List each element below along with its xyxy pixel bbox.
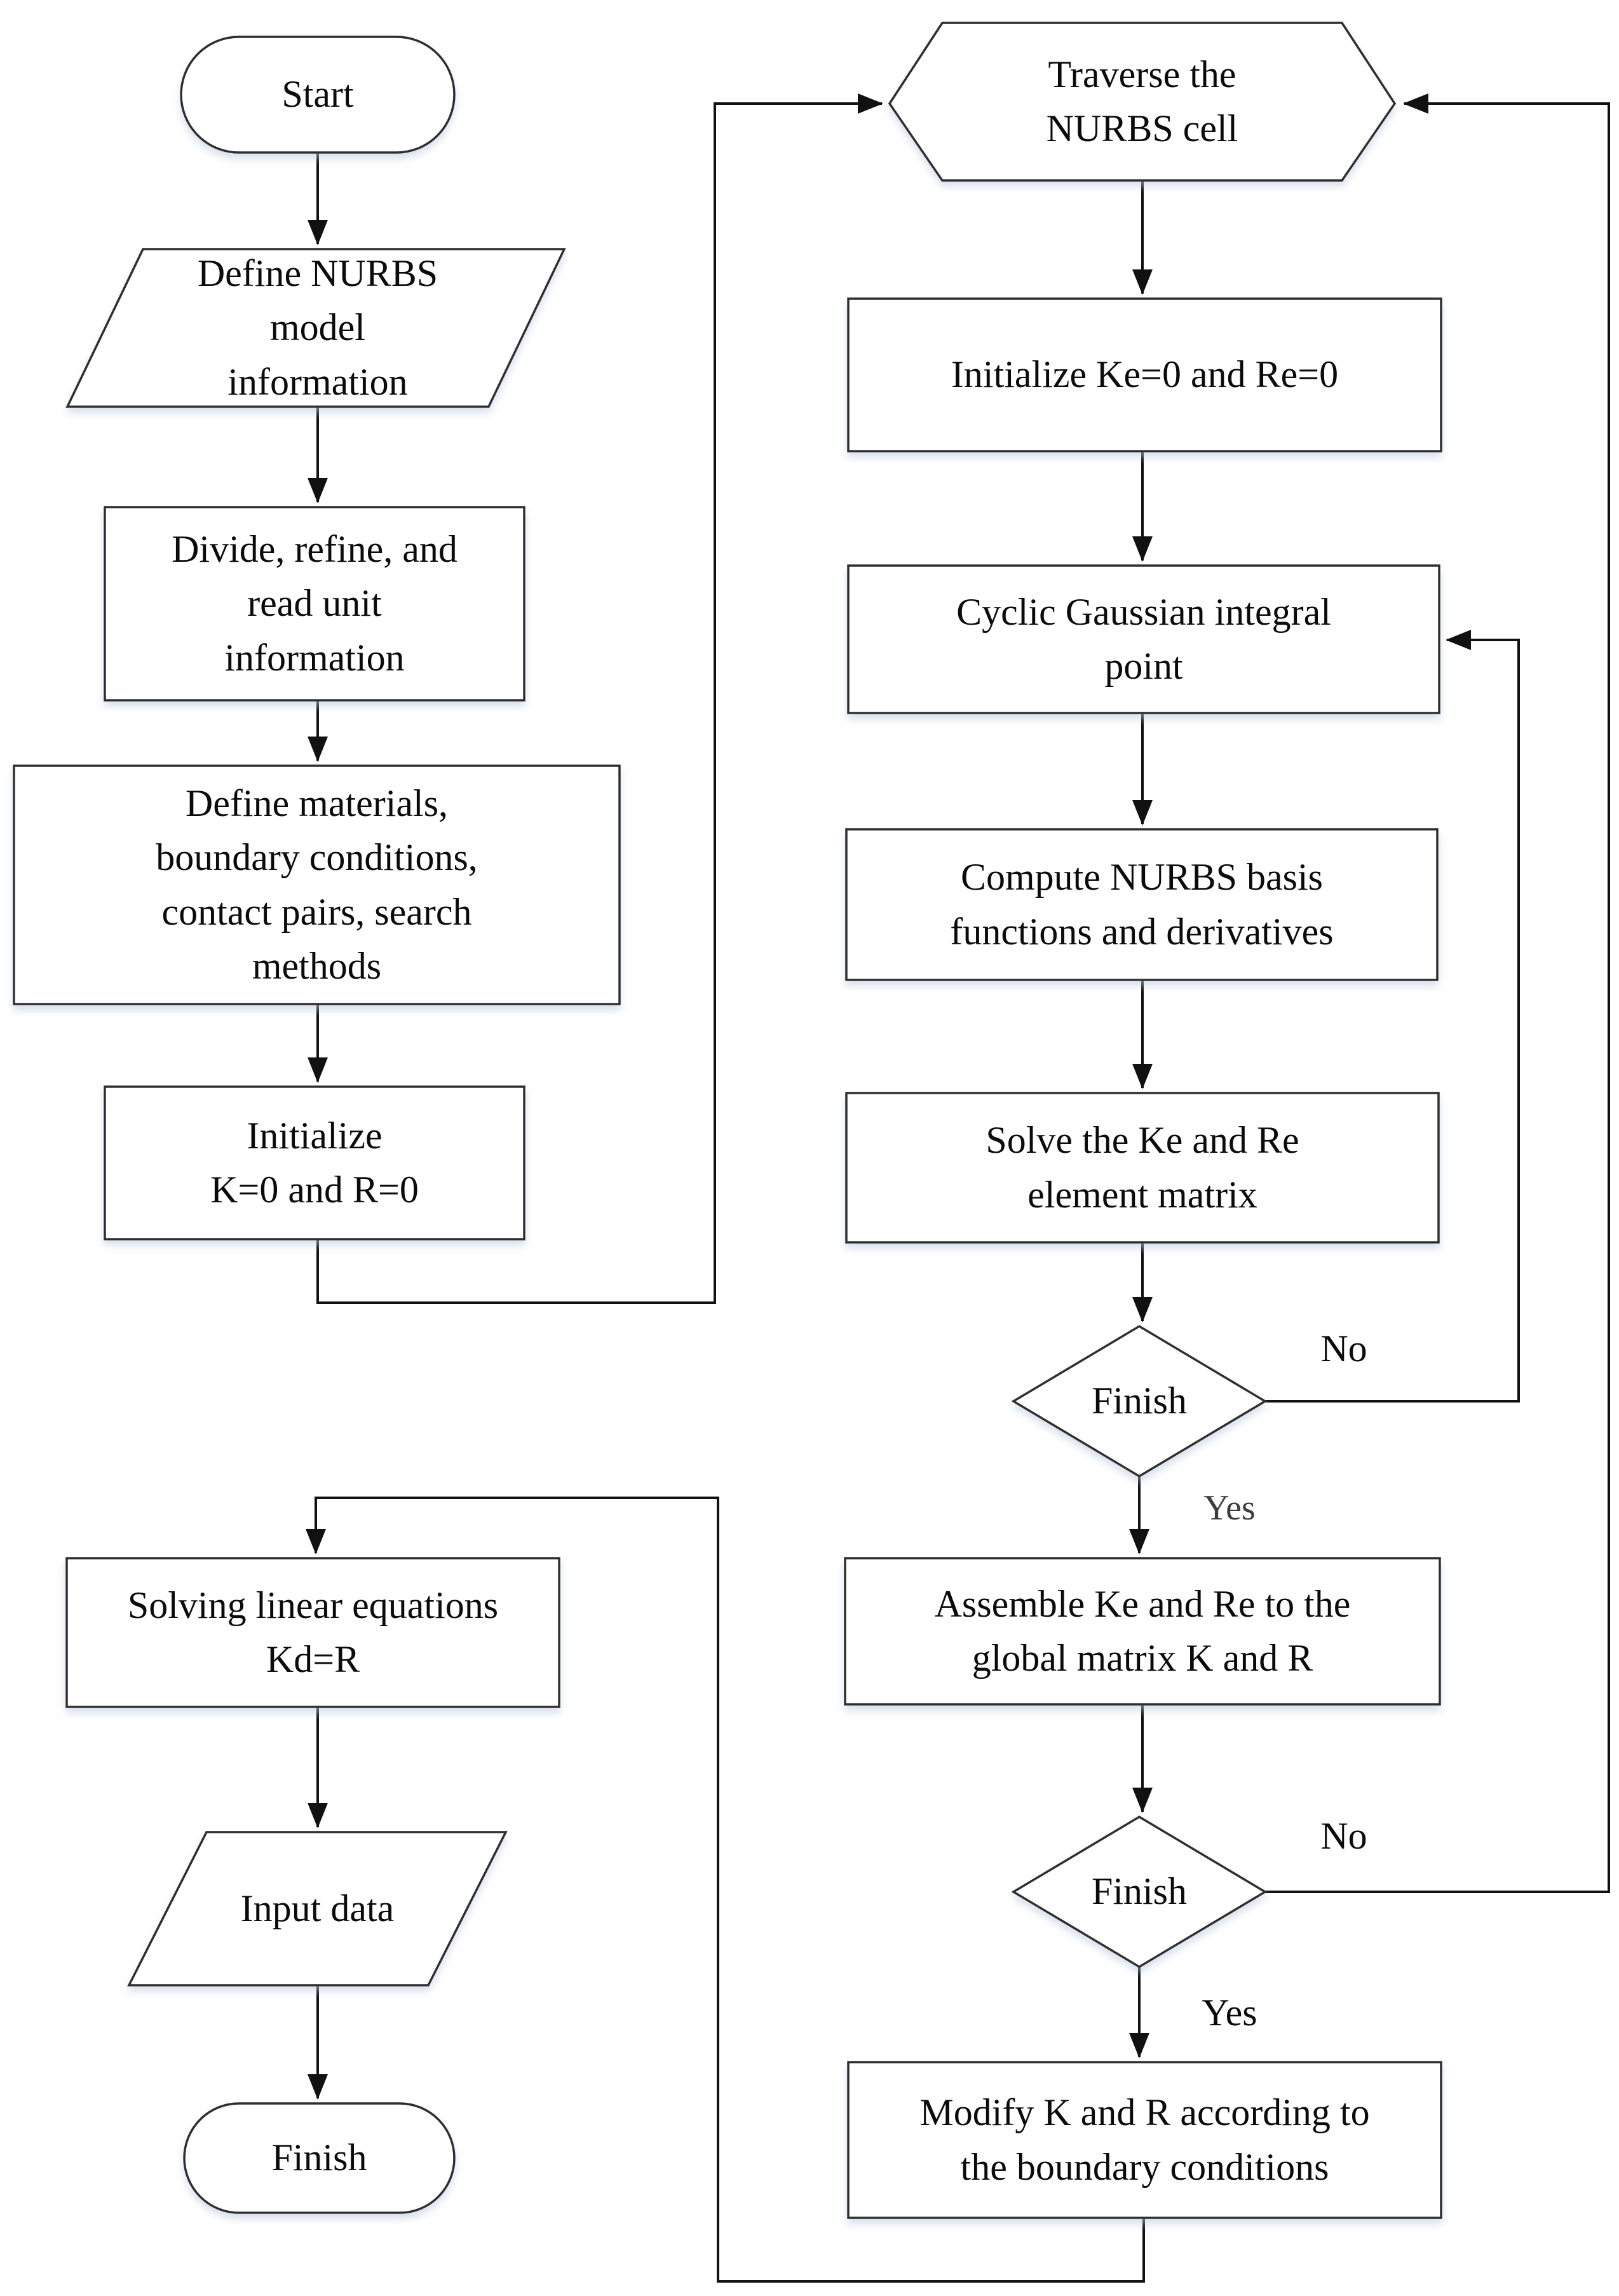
materials-label: Define materials, boundary conditions, c… <box>156 782 478 987</box>
finish-gauss-label: Finish <box>1091 1380 1188 1422</box>
init-elem-node <box>847 297 1442 452</box>
basis-node <box>845 828 1439 981</box>
finish-cells-label: Finish <box>1091 1870 1188 1913</box>
traverse-label: Traverse the NURBS cell <box>1046 53 1238 149</box>
finish-node <box>183 2102 456 2214</box>
yes-label-gauss: Yes <box>1203 1488 1256 1528</box>
no-label-cells-loop: No <box>1320 1815 1367 1857</box>
materials-node <box>13 764 621 1005</box>
yes-label-cells: Yes <box>1202 1992 1257 2034</box>
gauss-node <box>847 564 1440 714</box>
start-node <box>180 36 456 154</box>
edge-finishcells-no-loop <box>1265 93 1610 1893</box>
init-elem-label: Initialize Ke=0 and Re=0 <box>951 353 1339 396</box>
basis-label: Compute NURBS basis functions and deriva… <box>950 856 1334 953</box>
gauss-label: Cyclic Gaussian integral point <box>956 590 1331 687</box>
define-nurbs-node <box>65 248 566 408</box>
traverse-node <box>888 22 1397 182</box>
define-nurbs-label: Define NURBS model information <box>197 252 438 403</box>
solve-linear-node <box>65 1557 560 1708</box>
modify-node <box>847 2061 1442 2219</box>
solve-linear-label: Solving linear equations Kd=R <box>127 1584 499 1680</box>
init-global-label: Initialize K=0 and R=0 <box>210 1114 419 1211</box>
no-label-gauss-loop: No <box>1320 1328 1367 1369</box>
finish-gauss-decision <box>1011 1324 1268 1478</box>
solve-elem-node <box>845 1092 1440 1244</box>
finish-label: Finish <box>271 2136 367 2179</box>
divide-node <box>104 506 525 702</box>
input-data-node <box>127 1831 508 1987</box>
assemble-node <box>844 1557 1441 1706</box>
start-label: Start <box>281 73 354 116</box>
finish-cells-decision <box>1011 1815 1268 1969</box>
edge-finishgauss-no-loop <box>1265 630 1520 1403</box>
edge-init-to-traverse <box>316 93 883 1304</box>
input-data-label: Input data <box>240 1887 395 1929</box>
modify-label: Modify K and R according to the boundary… <box>919 2091 1370 2188</box>
solve-elem-label: Solve the Ke and Re element matrix <box>986 1119 1299 1216</box>
edge-modify-to-solvelinear <box>306 1497 1145 2283</box>
assemble-label: Assemble Ke and Re to the global matrix … <box>934 1582 1351 1679</box>
init-global-node <box>104 1085 525 1240</box>
divide-label: Divide, refine, and read unit informatio… <box>172 528 457 679</box>
